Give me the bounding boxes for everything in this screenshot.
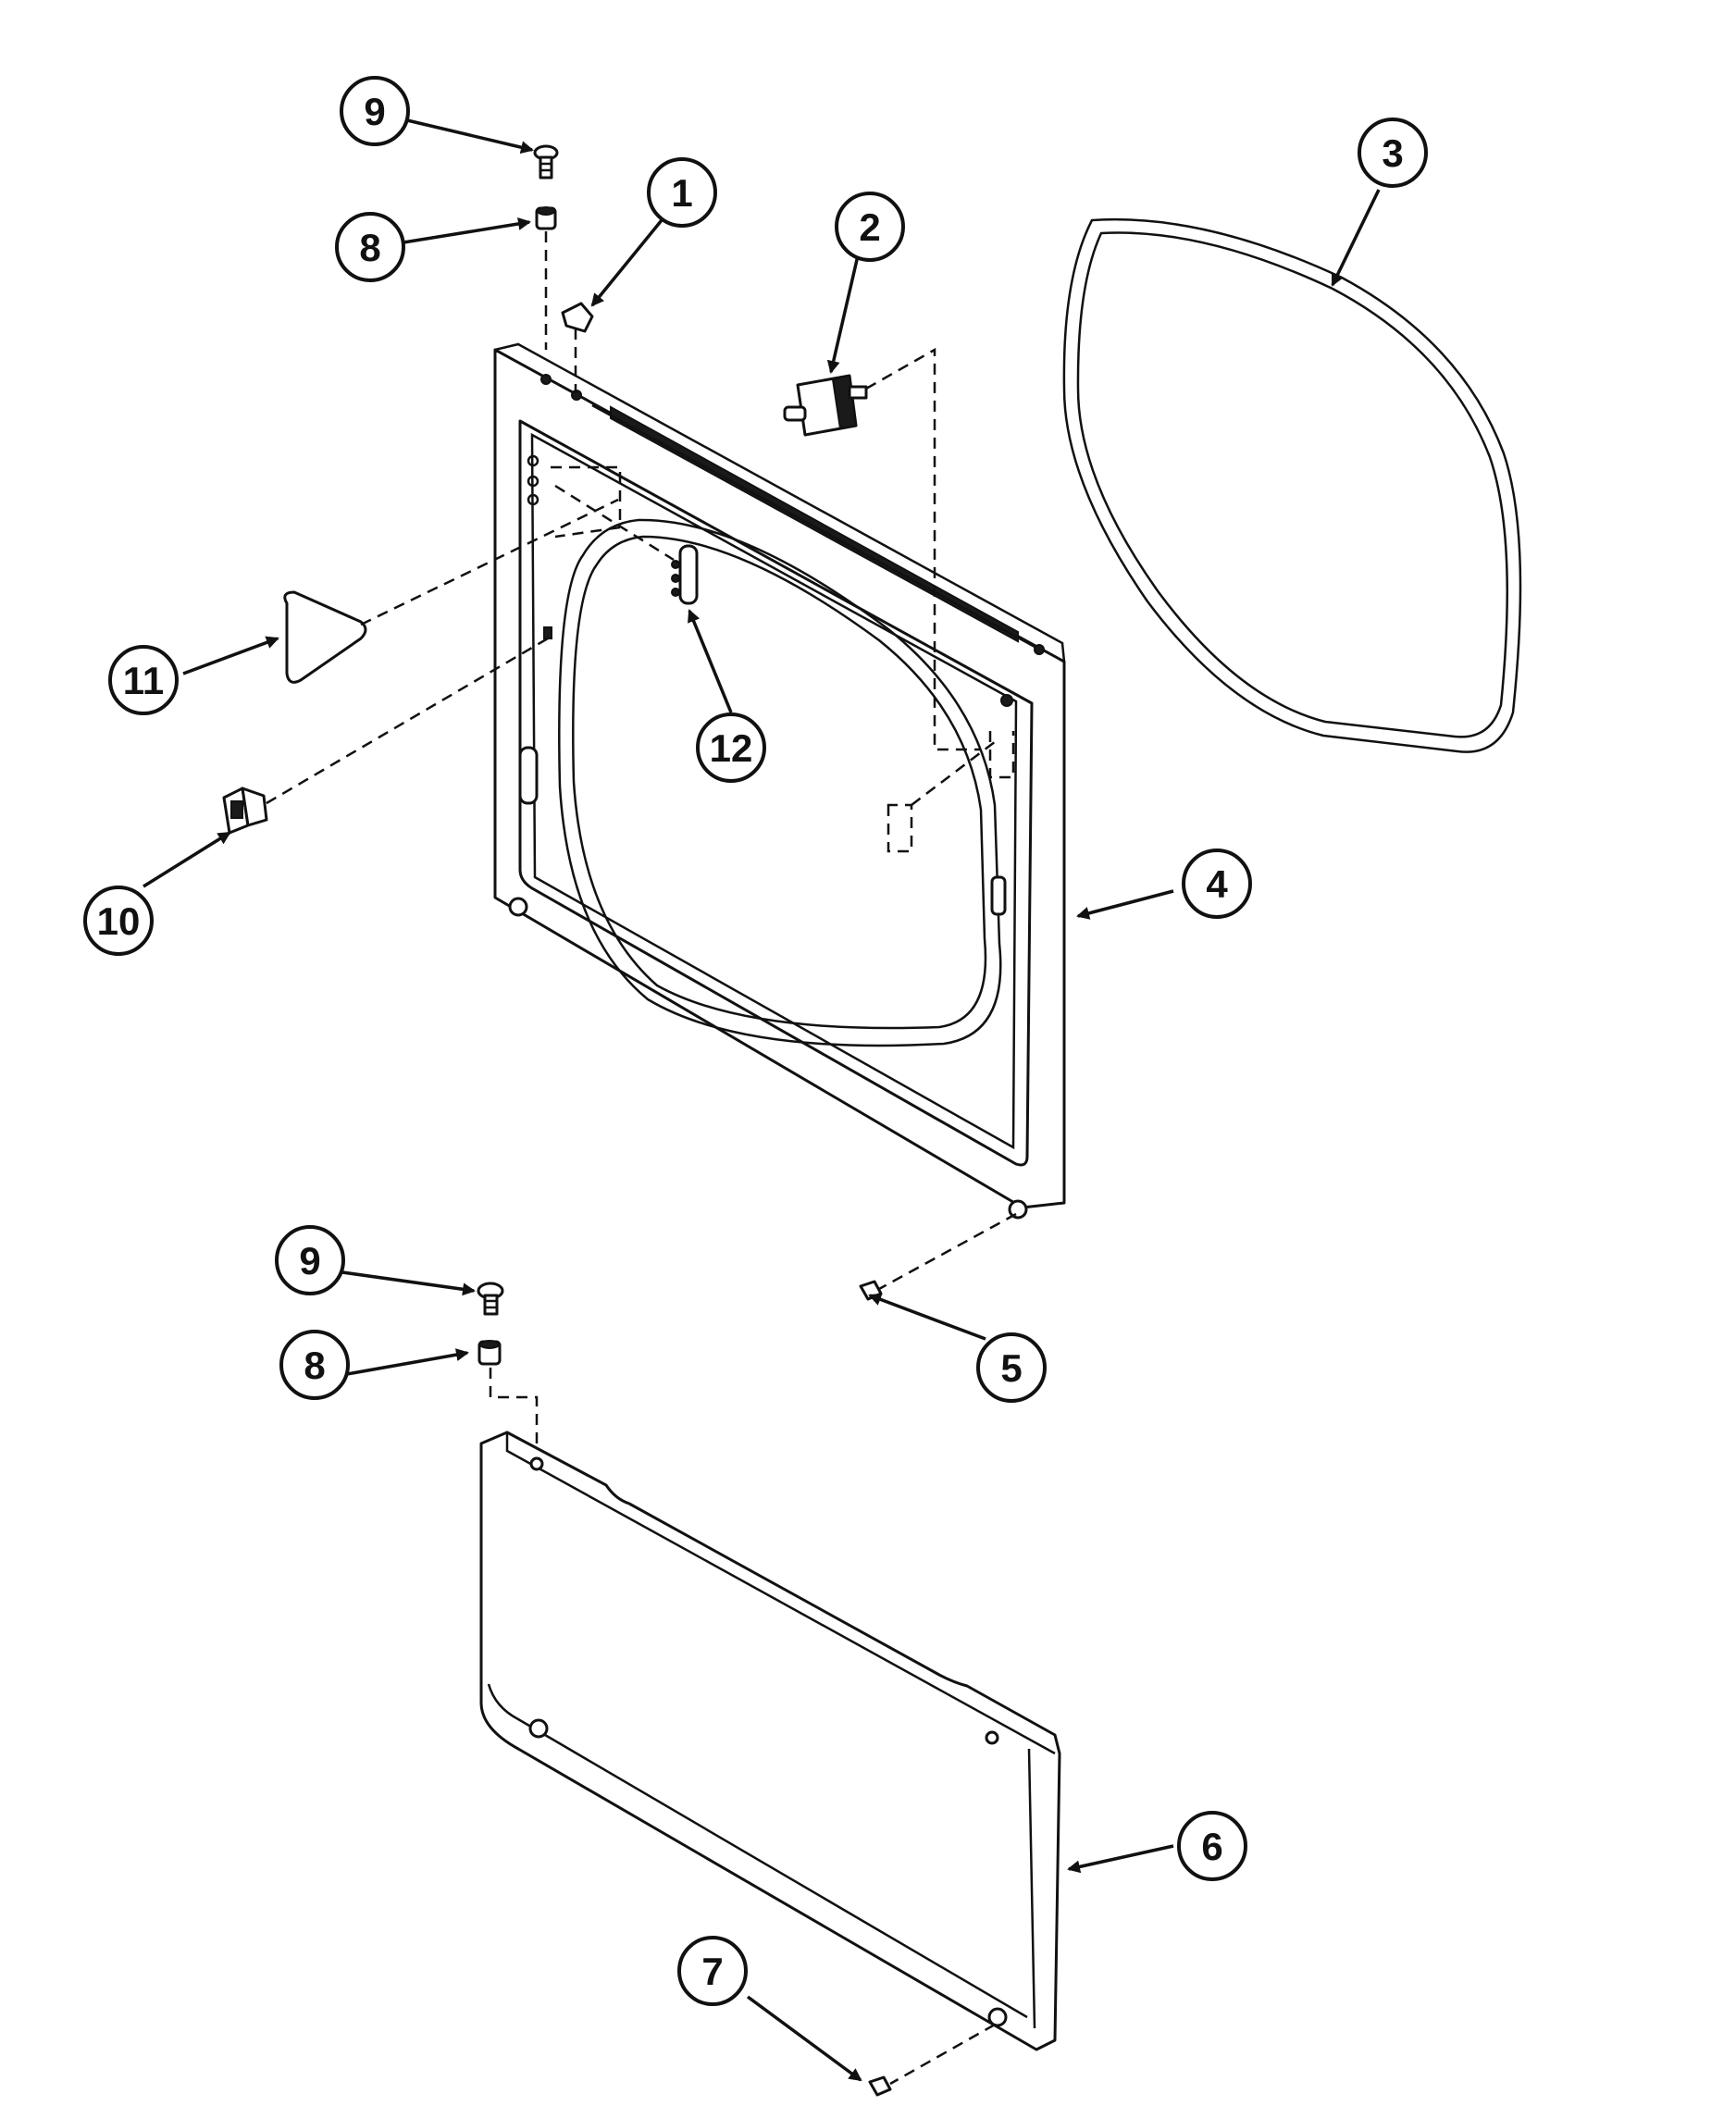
callout-8-top-label: 8 (359, 226, 380, 269)
latch-strike (671, 544, 699, 605)
clip-part-1 (561, 302, 594, 333)
screw-top (533, 144, 559, 180)
callout-8-bottom: 8 (279, 1330, 350, 1400)
spacer-bottom (477, 1340, 502, 1366)
callout-12-label: 12 (710, 726, 753, 770)
front-panel-frame (493, 342, 1066, 1220)
callout-5: 5 (976, 1332, 1047, 1403)
callout-4: 4 (1182, 849, 1252, 919)
screw-bottom (477, 1282, 504, 1316)
callout-9-top: 9 (340, 76, 410, 146)
callout-2: 2 (835, 192, 905, 262)
callout-9-bottom-label: 9 (299, 1239, 320, 1282)
callout-5-label: 5 (1000, 1346, 1022, 1390)
callout-2-label: 2 (859, 205, 880, 249)
lamp-socket (222, 787, 268, 835)
assembly-lines (266, 231, 1017, 2086)
callout-1-label: 1 (671, 171, 692, 215)
callout-3-label: 3 (1382, 131, 1403, 175)
callout-9-top-label: 9 (364, 90, 385, 133)
callout-9-bottom: 9 (275, 1225, 345, 1295)
callout-1: 1 (647, 157, 717, 228)
triangle-badge (283, 590, 367, 684)
callout-10-label: 10 (97, 899, 141, 943)
callout-6: 6 (1177, 1811, 1247, 1881)
callout-4-label: 4 (1206, 862, 1228, 906)
lower-toe-panel (479, 1431, 1061, 2051)
callout-8-bottom-label: 8 (304, 1344, 325, 1387)
callout-3: 3 (1358, 118, 1428, 188)
callout-6-label: 6 (1201, 1825, 1222, 1868)
door-switch (783, 374, 868, 437)
callout-leaders (143, 118, 1381, 2082)
callout-12: 12 (696, 712, 766, 783)
callout-7: 7 (677, 1936, 748, 2006)
spacer-top (535, 206, 557, 230)
callout-7-label: 7 (701, 1950, 723, 1993)
door-seal-gasket (1062, 217, 1522, 753)
screw-part-7 (868, 2075, 892, 2097)
callout-11-label: 11 (123, 659, 164, 702)
callout-8-top: 8 (335, 212, 405, 282)
callout-11: 11 (108, 645, 179, 715)
callout-10: 10 (83, 886, 154, 956)
